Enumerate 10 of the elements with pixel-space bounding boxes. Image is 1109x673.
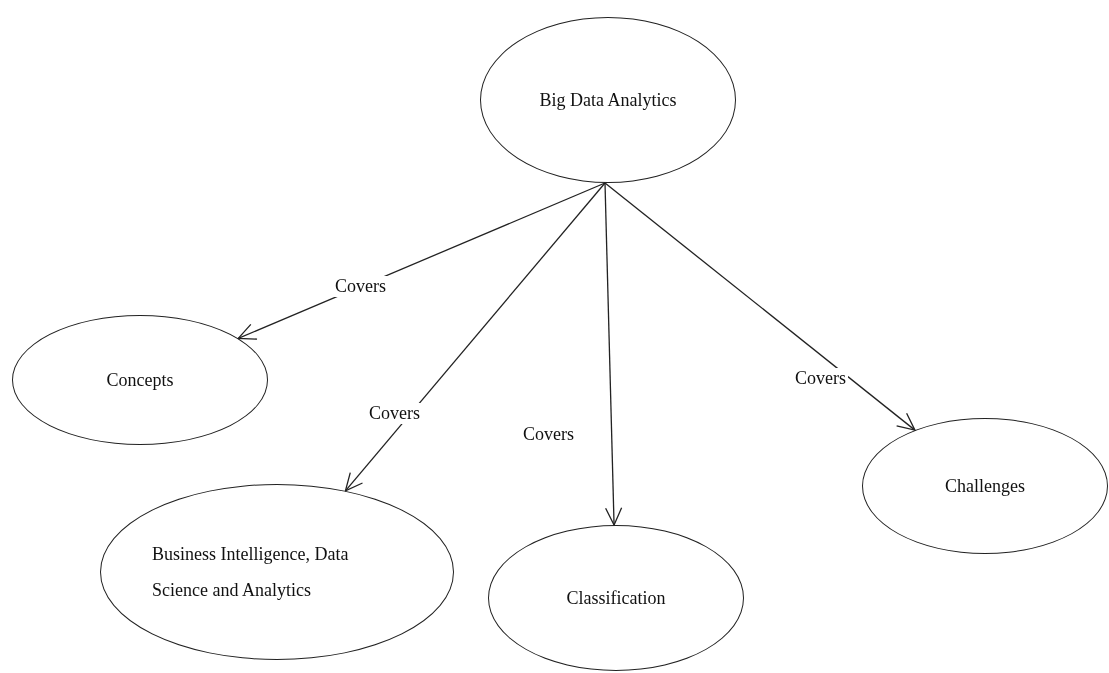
arrow [604,182,623,526]
arrow [344,182,606,492]
edge-label: Covers [367,403,422,424]
edge-label: Covers [333,276,388,297]
node-label: Concepts [106,369,174,392]
node-label: Challenges [945,475,1025,498]
node-label: Classification [566,587,666,610]
node-label: Business Intelligence, Data Science and Analytics [152,543,350,602]
node-label: Big Data Analytics [539,89,677,112]
arrow [604,182,916,431]
